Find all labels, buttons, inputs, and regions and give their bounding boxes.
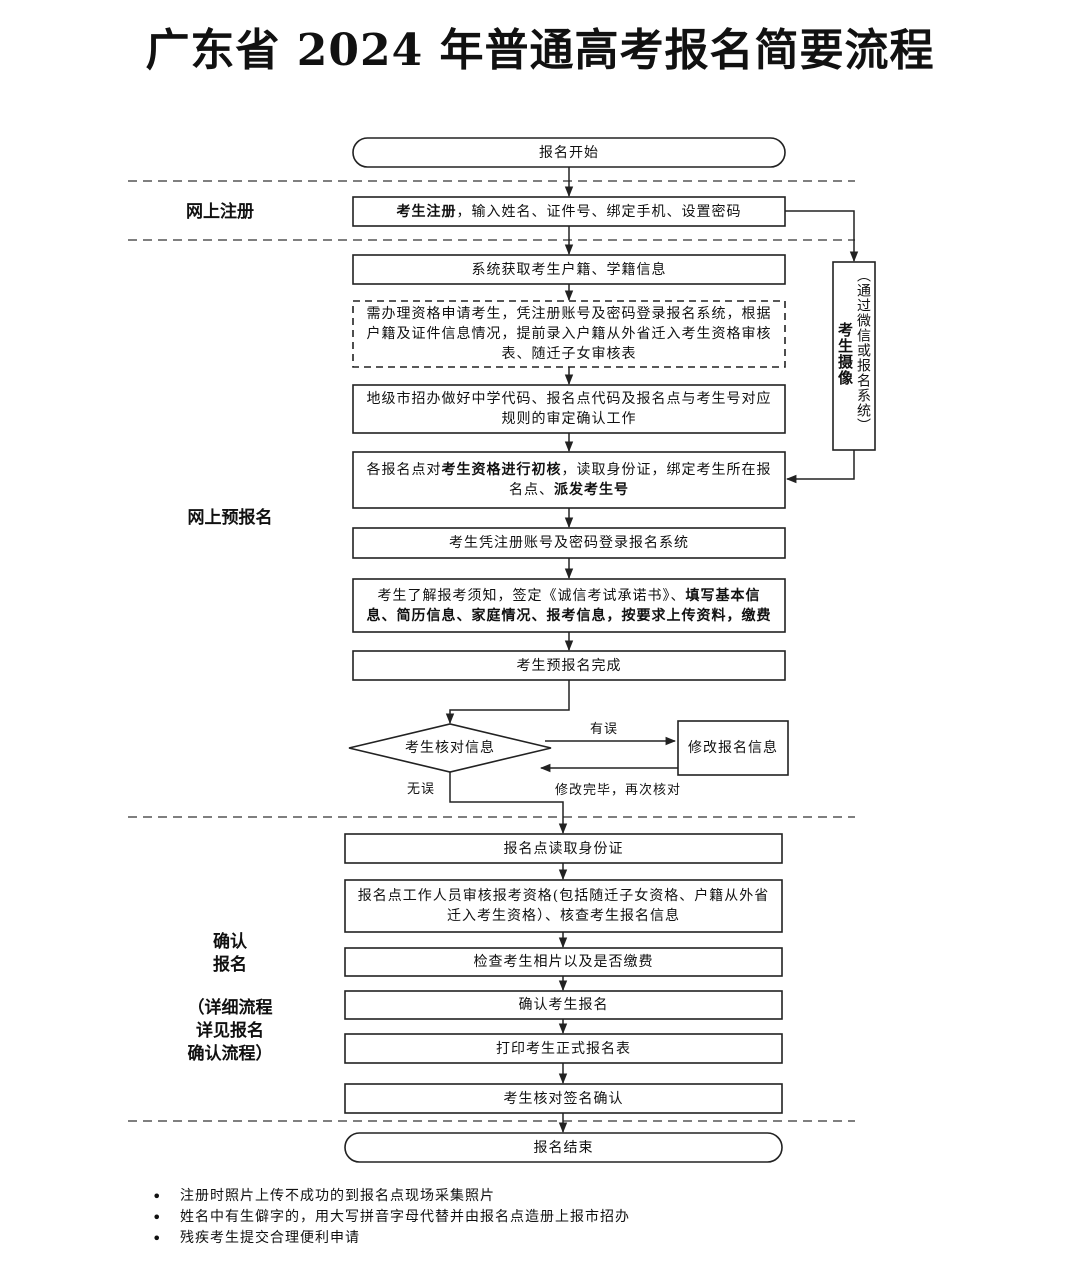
init-check-node: 各报名点对考生资格进行初核，读取身份证，绑定考生所在报名点、派发考生号 [366, 462, 772, 498]
notes-list: 注册时照片上传不成功的到报名点现场采集照片 姓名中有生僻字的，用大写拼音字母代替… [150, 1186, 630, 1249]
qual-apply-box [352, 300, 786, 368]
modify-box [677, 720, 789, 776]
read-id-node: 报名点读取身份证 [503, 840, 624, 857]
sys-fetch-node: 系统获取考生户籍、学籍信息 [471, 261, 667, 278]
edge-label-has-error: 有误 [590, 722, 619, 737]
confirm-node: 确认考生报名 [518, 997, 609, 1013]
register-node: 考生注册，输入姓名、证件号、绑定手机、设置密码 [396, 203, 742, 220]
side-photo-bold: 考生摄像 [836, 322, 854, 386]
pre-done-node: 考生预报名完成 [516, 657, 622, 674]
review-node: 报名点工作人员审核报考资格(包括随迁子女资格、户籍从外省迁入考生资格）、核查考生… [357, 888, 770, 924]
sign-node: 考生核对签名确认 [503, 1090, 624, 1107]
page-title: 广东省 2024 年普通高考报名简要流程 [145, 25, 935, 76]
photo-node: 检查考生相片以及是否缴费 [473, 954, 654, 970]
stage-register: 网上注册 [186, 202, 254, 222]
pre-done-box [352, 650, 786, 681]
modify-node: 修改报名信息 [688, 740, 778, 756]
note-item: 姓名中有生僻字的，用大写拼音字母代替并由报名点造册上报市招办 [150, 1207, 630, 1228]
start-node: 报名开始 [539, 144, 599, 161]
print-node: 打印考生正式报名表 [496, 1040, 631, 1057]
login-box [352, 527, 786, 559]
check-info-node: 考生核对信息 [405, 740, 495, 756]
edge-label-no-error: 无误 [407, 782, 436, 797]
end-node: 报名结束 [533, 1139, 594, 1156]
side-photo-box [832, 261, 876, 451]
fill-info-node: 考生了解报考须知，签定《诚信考试承诺书》、填写基本信息、简历信息、家庭情况、报考… [366, 587, 772, 624]
qual-apply-node: 需办理资格申请考生，凭注册账号及密码登录报名系统，根据户籍及证件信息情况，提前录… [366, 306, 772, 362]
fill-info-box [352, 578, 786, 633]
check-info-diamond [348, 723, 552, 773]
init-check-box [352, 451, 786, 509]
city-code-box [352, 384, 786, 434]
stage-confirm: 确认 报名 （详细流程 详见报名 确认流程） [187, 932, 273, 1064]
city-code-node: 地级市招办做好中学代码、报名点代码及报名点与考生号对应规则的审定确认工作 [366, 391, 772, 427]
note-item: 残疾考生提交合理便利申请 [150, 1228, 630, 1249]
stage-pre-register: 网上预报名 [187, 508, 273, 528]
login-node: 考生凭注册账号及密码登录报名系统 [449, 535, 689, 551]
side-photo-paren: （通过微信或报名系统） [855, 268, 871, 433]
sign-box [344, 1083, 783, 1114]
edge-label-recheck: 修改完毕，再次核对 [555, 783, 682, 798]
note-item: 注册时照片上传不成功的到报名点现场采集照片 [150, 1186, 630, 1207]
